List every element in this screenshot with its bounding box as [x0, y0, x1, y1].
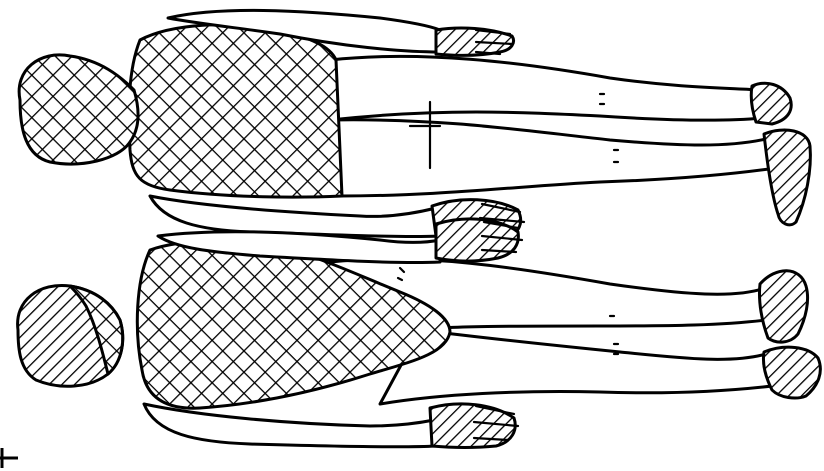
- back-head: [19, 55, 138, 164]
- back-trunk: [129, 25, 342, 198]
- back-left-foot: [751, 83, 791, 124]
- back-right-leg: [330, 120, 776, 196]
- front-left-foot: [759, 271, 807, 342]
- front-view-figure: [18, 219, 821, 448]
- back-lower-arm: [150, 196, 440, 237]
- front-right-foot: [763, 347, 820, 398]
- back-left-leg: [330, 56, 762, 120]
- back-right-foot: [764, 130, 810, 225]
- corner-mark: [0, 448, 18, 468]
- back-view-figure: [19, 10, 810, 239]
- front-lower-arm: [144, 404, 436, 447]
